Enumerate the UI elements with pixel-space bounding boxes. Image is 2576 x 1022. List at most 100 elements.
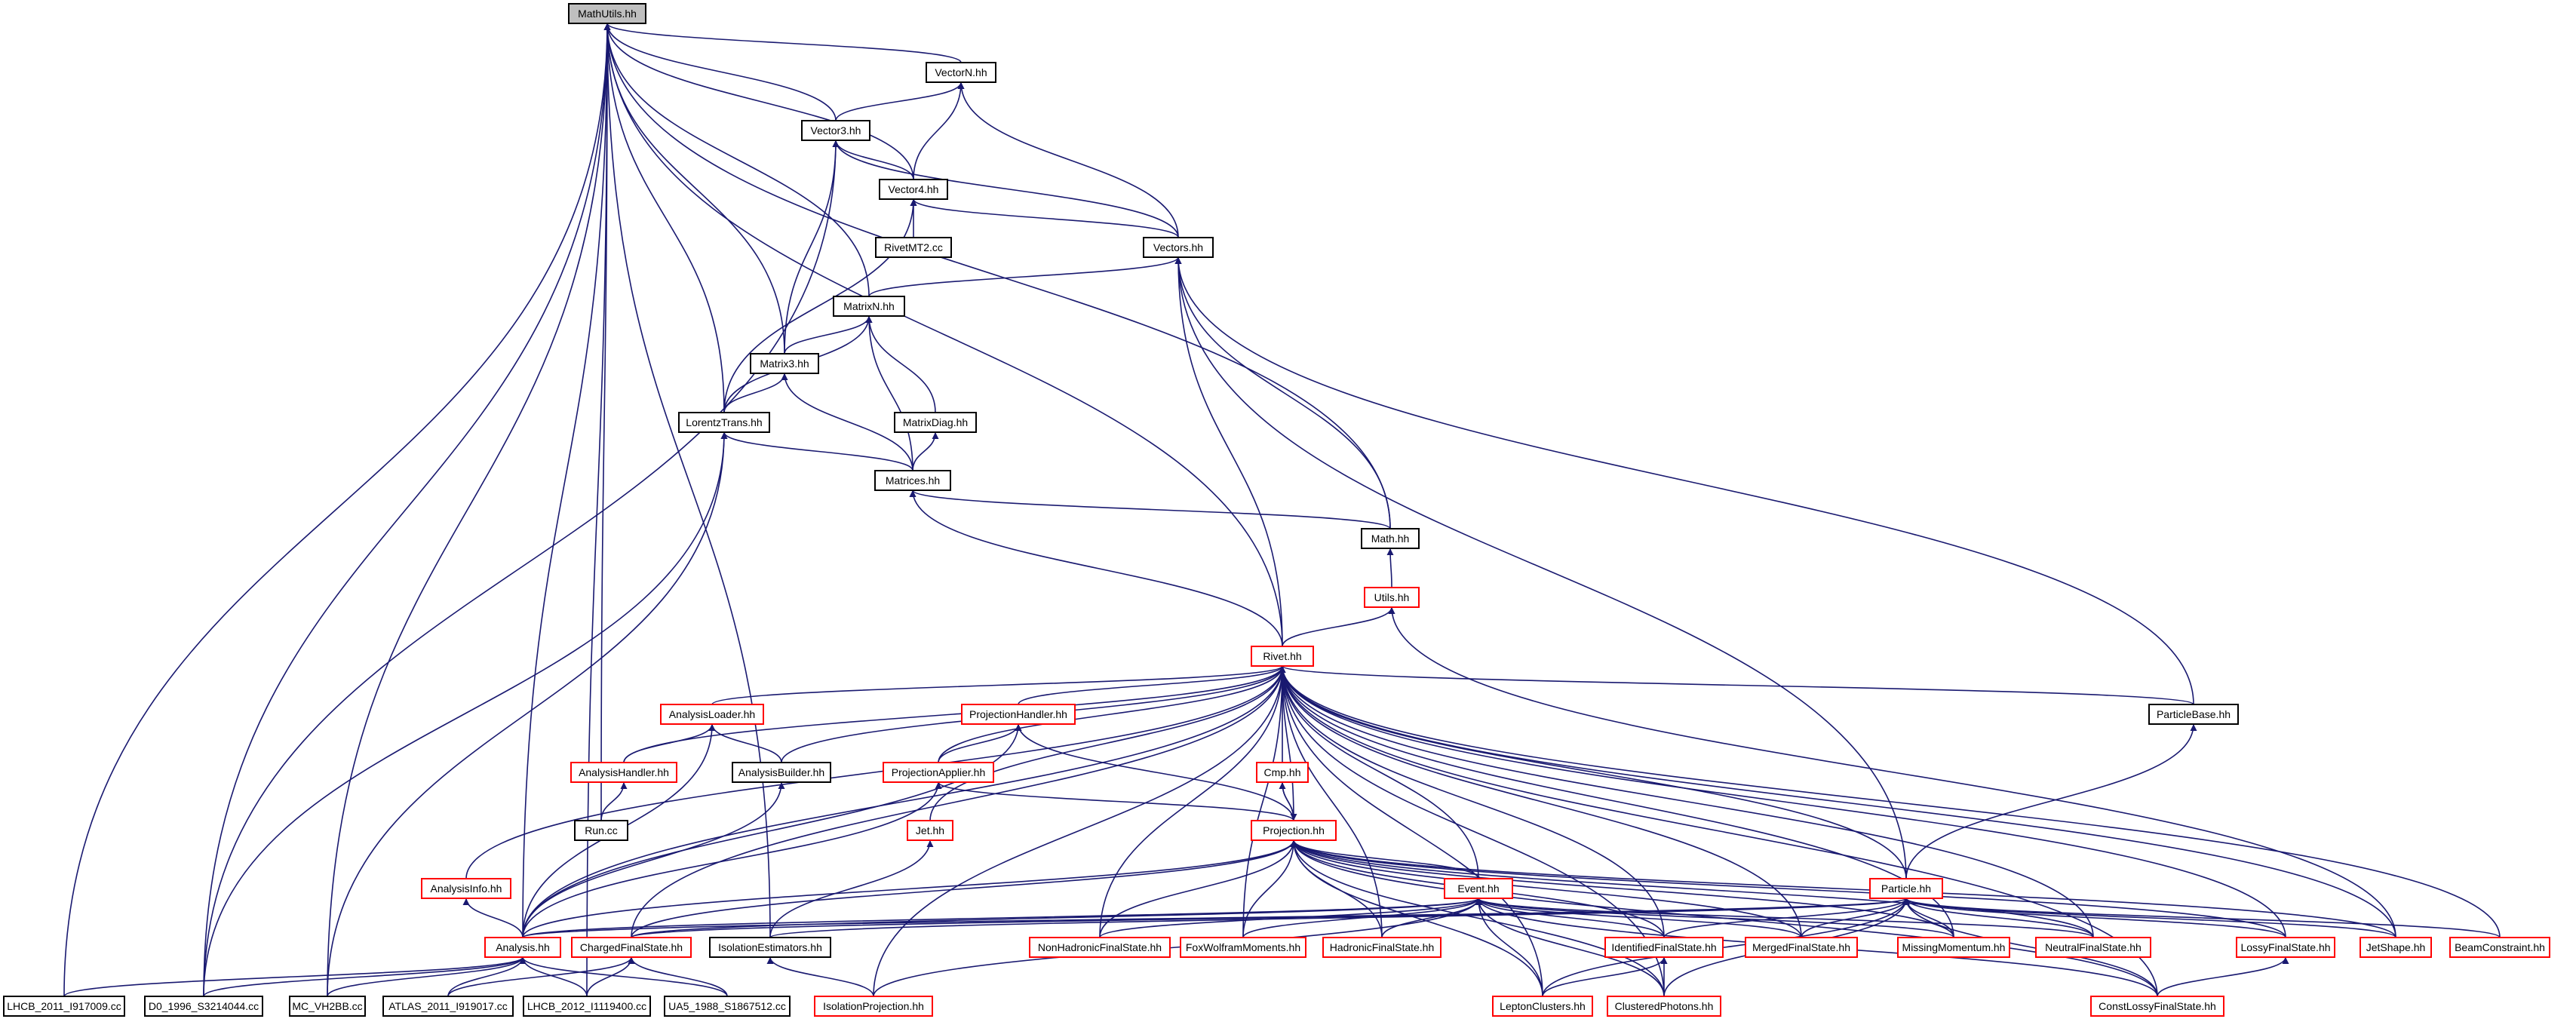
node-vectors[interactable]: Vectors.hh xyxy=(1143,237,1214,258)
node-lorentz-trans[interactable]: LorentzTrans.hh xyxy=(678,412,770,433)
node-beam-constraint[interactable]: BeamConstraint.hh xyxy=(2449,937,2550,958)
edge-vectors-to-vector4 xyxy=(910,198,1179,238)
node-box xyxy=(1745,937,1858,958)
edge-mc-vh2-bb-to-analysis xyxy=(327,956,527,997)
node-lossy-final-state[interactable]: LossyFinalState.hh xyxy=(2236,937,2335,958)
edge-vectors-to-vector3 xyxy=(832,140,1179,238)
edge-layer xyxy=(63,23,2501,997)
edge-matrices-to-matrix3 xyxy=(781,373,913,471)
node-box xyxy=(1897,937,2010,958)
node-box xyxy=(894,412,977,433)
edge-analysis-info-to-rivet xyxy=(465,665,1286,879)
edge-analysis-to-math-utils xyxy=(522,23,611,938)
edge-clustered-photons-to-projection xyxy=(1290,839,1665,997)
edge-isolation-projection-to-isolation-estimators xyxy=(766,956,874,997)
node-math[interactable]: Math.hh xyxy=(1361,528,1420,549)
node-box xyxy=(678,412,770,433)
edge-analysis-to-analysis-builder xyxy=(522,781,785,938)
node-neutral-final-state[interactable]: NeutralFinalState.hh xyxy=(2035,937,2151,958)
node-label: LorentzTrans.hh xyxy=(686,416,762,428)
node-fox-wolfram-moments[interactable]: FoxWolframMoments.hh xyxy=(1180,937,1306,958)
node-box xyxy=(709,937,831,958)
node-lepton-clusters[interactable]: LeptonClusters.hh xyxy=(1492,996,1593,1017)
node-box xyxy=(570,762,677,783)
edge-analysis-to-particle xyxy=(522,898,1909,938)
node-utils[interactable]: Utils.hh xyxy=(1364,587,1420,608)
node-matrices[interactable]: Matrices.hh xyxy=(874,470,951,491)
edge-analysis-handler-to-analysis-loader xyxy=(623,723,716,763)
node-particle[interactable]: Particle.hh xyxy=(1869,878,1943,899)
node-projection[interactable]: Projection.hh xyxy=(1251,820,1337,841)
node-hadronic-final-state[interactable]: HadronicFinalState.hh xyxy=(1322,937,1442,958)
node-const-lossy-final-state[interactable]: ConstLossyFinalState.hh xyxy=(2090,996,2224,1017)
edge-particle-to-vectors xyxy=(1174,256,1907,879)
edge-jet-shape-to-particle xyxy=(1902,898,2396,938)
node-box xyxy=(2090,996,2224,1017)
node-analysis-builder[interactable]: AnalysisBuilder.hh xyxy=(732,762,831,783)
node-run[interactable]: Run.cc xyxy=(574,820,628,841)
node-jet-shape[interactable]: JetShape.hh xyxy=(2360,937,2432,958)
node-missing-momentum[interactable]: MissingMomentum.hh xyxy=(1897,937,2010,958)
edge-isolation-estimators-to-math-utils xyxy=(603,23,771,938)
node-atlas-2011-i919017[interactable]: ATLAS_2011_I919017.cc xyxy=(382,996,514,1017)
edge-jet-shape-to-utils xyxy=(1388,606,2396,938)
edge-vector4-to-vector3 xyxy=(832,140,914,180)
node-analysis-info[interactable]: AnalysisInfo.hh xyxy=(421,878,511,899)
node-jet[interactable]: Jet.hh xyxy=(907,820,953,841)
edge-lossy-final-state-to-rivet xyxy=(1279,665,2286,938)
node-analysis[interactable]: Analysis.hh xyxy=(484,937,561,958)
node-vector4[interactable]: Vector4.hh xyxy=(879,179,948,200)
node-label: AnalysisLoader.hh xyxy=(669,708,755,720)
edge-jet-shape-to-rivet xyxy=(1279,665,2396,938)
node-charged-final-state[interactable]: ChargedFinalState.hh xyxy=(571,937,692,958)
edge-d0-1996-s3214044-to-lorentz-trans xyxy=(203,431,728,997)
edge-d0-1996-s3214044-to-vector3 xyxy=(203,140,840,997)
node-clustered-photons[interactable]: ClusteredPhotons.hh xyxy=(1607,996,1721,1017)
node-analysis-loader[interactable]: AnalysisLoader.hh xyxy=(660,704,764,725)
edge-isolation-projection-to-event xyxy=(873,898,1482,997)
node-rivet-mt2[interactable]: RivetMT2.cc xyxy=(875,237,952,258)
edge-projection-handler-to-rivet xyxy=(1018,665,1286,705)
node-cmp[interactable]: Cmp.hh xyxy=(1256,762,1309,783)
node-d0-1996-s3214044[interactable]: D0_1996_S3214044.cc xyxy=(144,996,263,1017)
node-particle-base[interactable]: ParticleBase.hh xyxy=(2148,704,2239,725)
node-lhcb-2011-i917009[interactable]: LHCB_2011_I917009.cc xyxy=(3,996,125,1017)
node-box xyxy=(289,996,366,1017)
node-vector-n[interactable]: VectorN.hh xyxy=(926,62,996,83)
node-label: LeptonClusters.hh xyxy=(1500,1000,1586,1012)
node-isolation-estimators[interactable]: IsolationEstimators.hh xyxy=(709,937,831,958)
node-event[interactable]: Event.hh xyxy=(1444,878,1513,899)
node-analysis-handler[interactable]: AnalysisHandler.hh xyxy=(570,762,677,783)
node-label: LossyFinalState.hh xyxy=(2240,941,2330,953)
edge-particle-to-rivet xyxy=(1279,665,1907,879)
node-mc-vh2-bb[interactable]: MC_VH2BB.cc xyxy=(289,996,366,1017)
node-matrix3[interactable]: Matrix3.hh xyxy=(750,353,819,374)
node-box xyxy=(875,237,952,258)
edge-merged-final-state-to-particle xyxy=(1801,898,1910,938)
node-vector3[interactable]: Vector3.hh xyxy=(801,120,870,141)
node-box xyxy=(732,762,831,783)
node-isolation-projection[interactable]: IsolationProjection.hh xyxy=(814,996,933,1017)
edge-rivet-to-vectors xyxy=(1174,256,1283,647)
node-matrix-diag[interactable]: MatrixDiag.hh xyxy=(894,412,977,433)
node-identified-final-state[interactable]: IdentifiedFinalState.hh xyxy=(1604,937,1724,958)
node-projection-applier[interactable]: ProjectionApplier.hh xyxy=(883,762,994,783)
edge-identified-final-state-to-particle xyxy=(1663,898,1910,938)
node-ua5-1988-s1867512[interactable]: UA5_1988_S1867512.cc xyxy=(664,996,791,1017)
node-label: MatrixN.hh xyxy=(843,300,895,312)
node-math-utils[interactable]: MathUtils.hh xyxy=(568,3,646,24)
edge-analysis-to-rivet xyxy=(522,665,1286,938)
node-lhcb-2012-i1119400[interactable]: LHCB_2012_I1119400.cc xyxy=(523,996,651,1017)
node-rivet[interactable]: Rivet.hh xyxy=(1251,646,1314,667)
node-box xyxy=(2360,937,2432,958)
node-label: Analysis.hh xyxy=(496,941,550,953)
node-box xyxy=(1143,237,1214,258)
node-matrix-n[interactable]: MatrixN.hh xyxy=(833,296,905,317)
edge-lossy-final-state-to-particle xyxy=(1902,898,2286,938)
edge-matrix3-to-math-utils xyxy=(603,23,785,354)
node-non-hadronic-final-state[interactable]: NonHadronicFinalState.hh xyxy=(1029,937,1171,958)
node-projection-handler[interactable]: ProjectionHandler.hh xyxy=(961,704,1076,725)
node-box xyxy=(801,120,870,141)
node-merged-final-state[interactable]: MergedFinalState.hh xyxy=(1745,937,1858,958)
